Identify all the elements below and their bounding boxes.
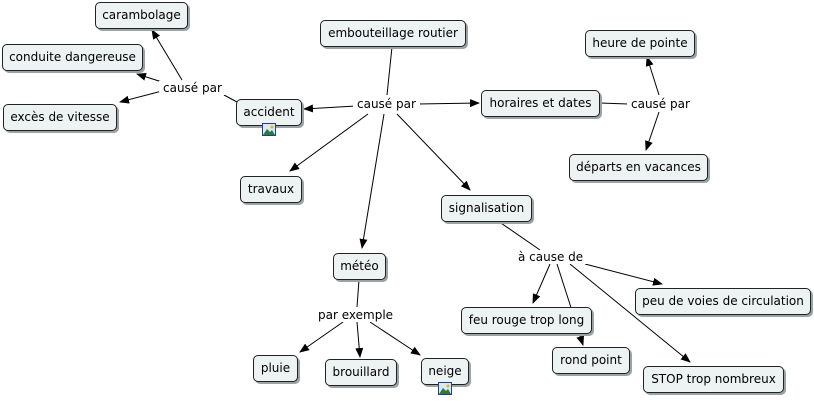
- concept-feu-rouge-trop-long[interactable]: feu rouge trop long: [461, 307, 592, 334]
- concept-meteo[interactable]: météo: [333, 253, 386, 280]
- concept-carambolage[interactable]: carambolage: [95, 2, 188, 29]
- edge-embouteillage-cause: [386, 46, 393, 96]
- edge-cause-heure: [645, 56, 660, 96]
- edge-horaires-cause: [599, 102, 629, 105]
- concept-neige[interactable]: neige: [421, 358, 469, 385]
- link-cause-par-accident[interactable]: causé par: [159, 81, 226, 95]
- edge-cause-conduite: [136, 72, 163, 83]
- concept-signalisation[interactable]: signalisation: [441, 195, 532, 222]
- link-a-cause-de[interactable]: à cause de: [514, 250, 588, 264]
- link-cause-par-main[interactable]: causé par: [353, 97, 420, 111]
- concept-peu-de-voies[interactable]: peu de voies de circulation: [635, 288, 811, 315]
- concept-travaux[interactable]: travaux: [240, 176, 302, 203]
- edge-signalisation-acause: [497, 220, 541, 251]
- concept-conduite-dangereuse[interactable]: conduite dangereuse: [2, 44, 143, 71]
- edge-cause-horaires: [417, 99, 480, 108]
- edge-cause-signalisation: [396, 113, 471, 191]
- concept-embouteillage-routier[interactable]: embouteillage routier: [320, 20, 466, 47]
- edge-parexemple-brouillard: [355, 321, 364, 358]
- edge-accident-cause: [223, 94, 238, 103]
- edge-cause-exces: [119, 90, 163, 104]
- edge-acause-voies: [584, 263, 663, 286]
- edge-meteo-parexemple: [356, 279, 360, 308]
- edge-cause-travaux: [289, 113, 369, 172]
- edge-cause-meteo: [359, 113, 385, 249]
- edge-cause-departs: [645, 111, 660, 151]
- edge-parexemple-pluie: [299, 321, 344, 353]
- concept-rond-point[interactable]: rond point: [552, 347, 630, 374]
- edge-cause-carambolage: [151, 29, 183, 81]
- concept-exces-de-vitesse[interactable]: excès de vitesse: [3, 104, 117, 131]
- image-icon[interactable]: [438, 382, 452, 395]
- concept-horaires-et-dates[interactable]: horaires et dates: [481, 90, 600, 117]
- edge-parexemple-neige: [369, 321, 421, 356]
- edge-cause-accident: [303, 104, 357, 113]
- link-par-exemple[interactable]: par exemple: [314, 308, 398, 322]
- image-icon[interactable]: [262, 123, 276, 136]
- edge-acause-stop: [569, 263, 691, 363]
- concept-heure-de-pointe[interactable]: heure de pointe: [585, 30, 695, 57]
- concept-pluie[interactable]: pluie: [253, 355, 298, 382]
- concept-stop-trop-nombreux[interactable]: STOP trop nombreux: [643, 366, 784, 393]
- edge-acause-feu: [532, 263, 551, 304]
- link-cause-par-horaires[interactable]: causé par: [627, 97, 694, 111]
- concept-accident[interactable]: accident: [236, 99, 302, 126]
- concept-departs-en-vacances[interactable]: départs en vacances: [569, 154, 708, 181]
- concept-brouillard[interactable]: brouillard: [325, 359, 397, 386]
